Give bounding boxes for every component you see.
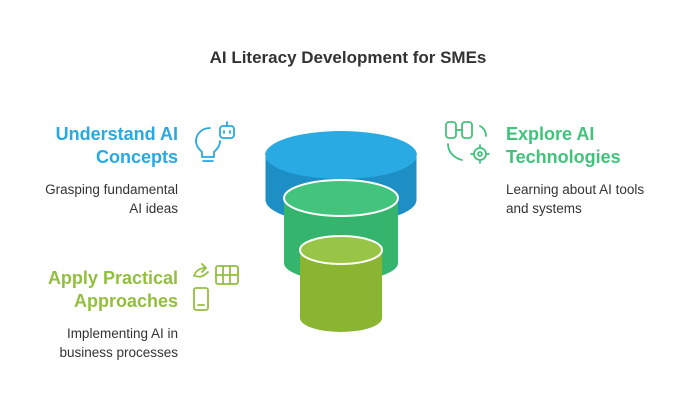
stage-desc-understand: Grasping fundamental AI ideas bbox=[10, 180, 178, 218]
heading-line: Concepts bbox=[95, 147, 178, 167]
heading-line: Explore AI bbox=[506, 124, 595, 144]
desc-line: and systems bbox=[506, 201, 582, 216]
heading-line: Approaches bbox=[73, 291, 178, 311]
diagram-title: AI Literacy Development for SMEs bbox=[209, 48, 487, 67]
stage-heading-explore: Explore AI Technologies bbox=[506, 123, 676, 169]
table-device-icon bbox=[193, 263, 239, 311]
stage-heading-apply: Apply Practical Approaches bbox=[20, 267, 178, 313]
stage-desc-apply: Implementing AI in business processes bbox=[10, 324, 178, 362]
desc-line: Learning about AI tools bbox=[506, 182, 645, 197]
desc-line: business processes bbox=[59, 345, 178, 360]
desc-line: Implementing AI in bbox=[66, 326, 178, 341]
heading-line: Apply Practical bbox=[47, 268, 178, 288]
desc-line: AI ideas bbox=[129, 201, 178, 216]
funnel-layer-apply bbox=[299, 235, 383, 332]
stage-desc-explore: Learning about AI tools and systems bbox=[506, 180, 686, 218]
desc-line: Grasping fundamental bbox=[45, 182, 178, 197]
heading-line: Understand AI bbox=[55, 124, 178, 144]
stage-heading-understand: Understand AI Concepts bbox=[20, 123, 178, 169]
heading-line: Technologies bbox=[506, 147, 621, 167]
binoculars-gear-icon bbox=[445, 121, 490, 164]
lightbulb-robot-icon bbox=[195, 121, 235, 162]
